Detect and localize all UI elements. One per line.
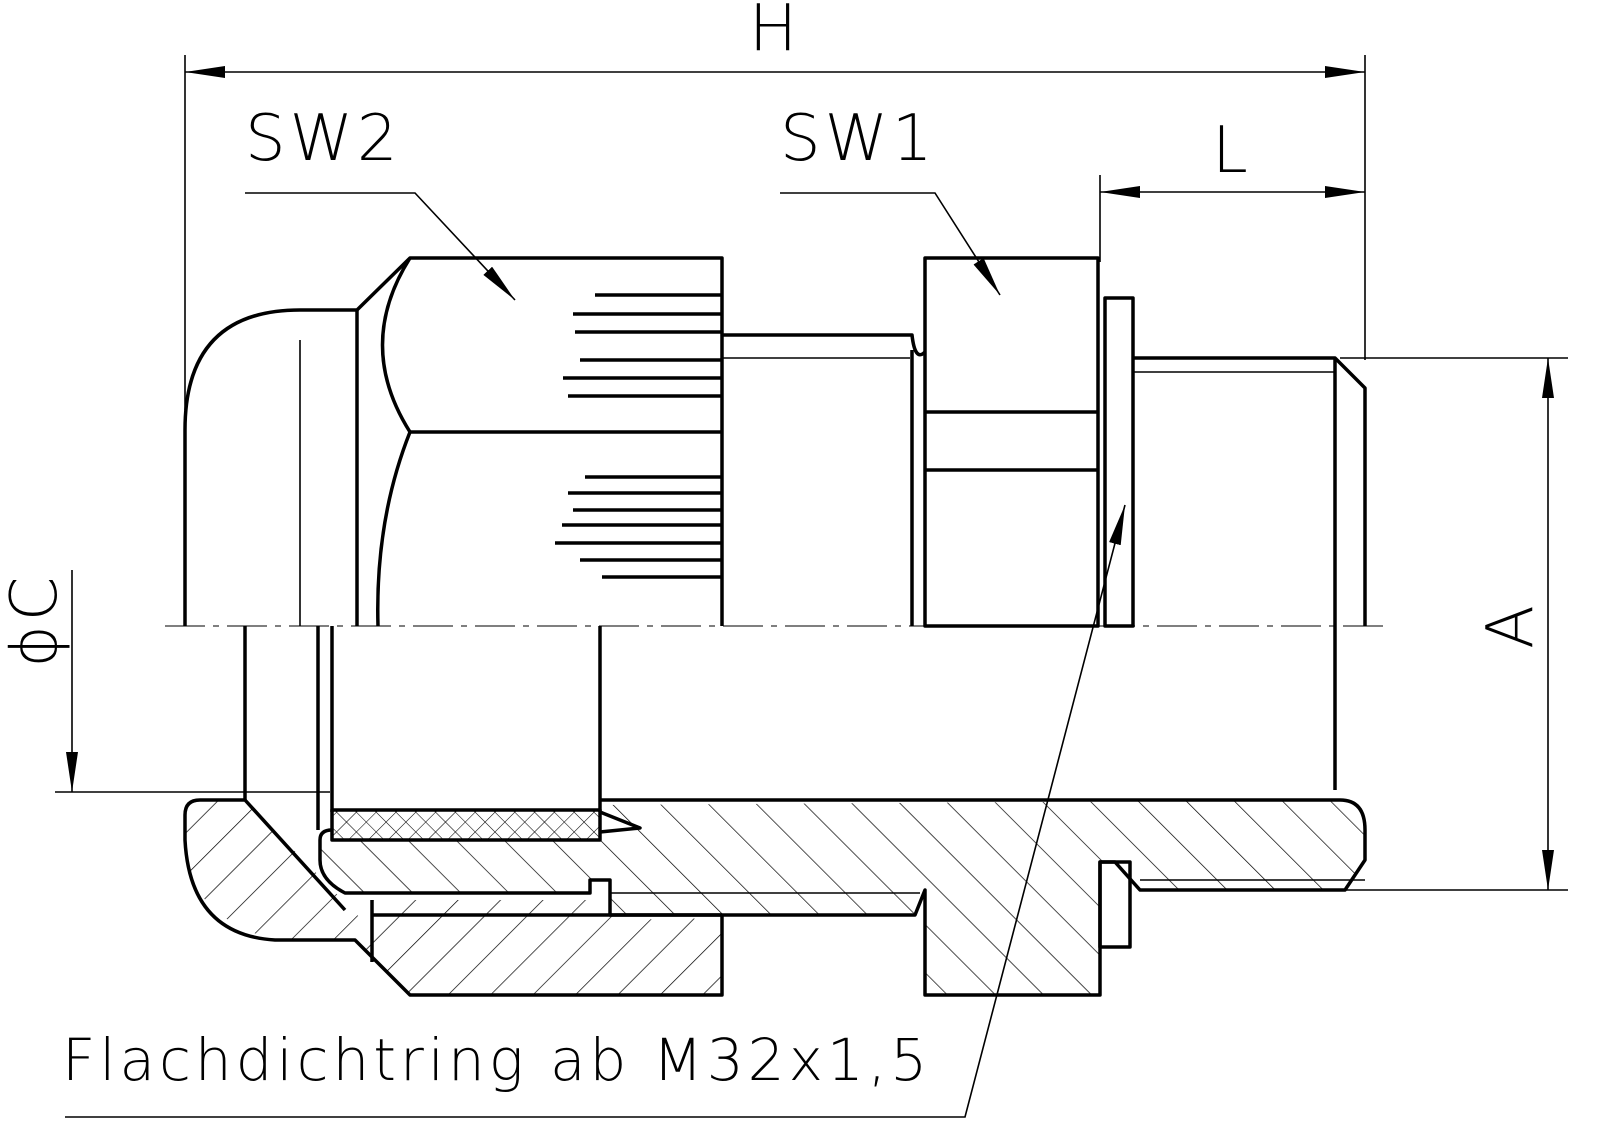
dimension-a: A bbox=[1340, 357, 1568, 891]
dimension-c: ϕC bbox=[0, 570, 330, 793]
cap-section bbox=[185, 800, 722, 995]
dimension-h: H bbox=[184, 0, 1366, 410]
label-sw1: SW1 bbox=[780, 102, 937, 176]
label-l: L bbox=[1212, 114, 1252, 188]
gland-body bbox=[722, 256, 1367, 790]
leader-sw1: SW1 bbox=[780, 102, 1001, 296]
dome-cap-nut bbox=[183, 256, 724, 627]
annotation-text: Flachdichtring ab M32x1,5 bbox=[62, 1026, 931, 1094]
body-section bbox=[320, 800, 1365, 995]
sealing-insert bbox=[332, 810, 600, 840]
flat-seal-ring bbox=[1103, 296, 1135, 628]
label-sw2: SW2 bbox=[245, 102, 402, 176]
label-c: ϕC bbox=[0, 573, 72, 668]
label-a: A bbox=[1474, 601, 1548, 649]
leader-sw2: SW2 bbox=[245, 102, 516, 301]
section-view bbox=[183, 626, 1367, 997]
flat-seal-annotation: Flachdichtring ab M32x1,5 bbox=[62, 504, 1126, 1118]
label-h: H bbox=[749, 0, 801, 66]
cap-ribs bbox=[555, 293, 722, 579]
dimension-l: L bbox=[1099, 114, 1365, 262]
